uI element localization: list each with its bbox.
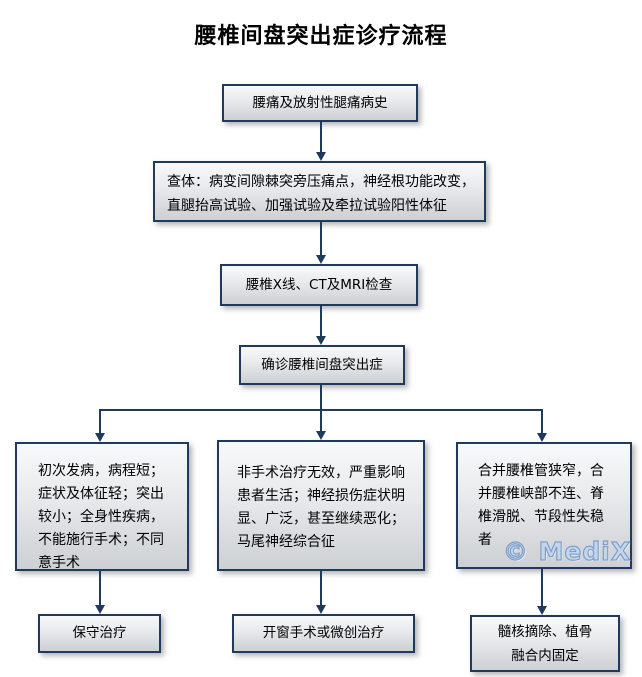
- node-fusion-treatment-label: 髓核摘除、植骨融合内固定: [497, 623, 593, 664]
- node-history-label: 腰痛及放射性腿痛病史: [252, 94, 388, 111]
- arrowhead-down-icon: [316, 605, 326, 614]
- connector-left-treatment: [99, 571, 101, 605]
- connector-branch-left: [99, 409, 101, 433]
- node-exam-label: 查体：病变间隙棘突旁压痛点，神经根功能改变，直腿抬高试验、加强试验及牵拉试验阳性…: [167, 174, 475, 214]
- connector-branch-right: [541, 409, 543, 433]
- connector-right-treatment: [541, 569, 543, 606]
- node-surgical-treatment-label: 开窗手术或微创治疗: [262, 625, 385, 641]
- node-conservative-criteria-label: 初次发病，病程短；症状及体征轻；突出较小；全身性疾病，不能施行手术；不同意手术: [38, 463, 164, 571]
- arrowhead-down-icon: [537, 606, 547, 615]
- flowchart-title: 腰椎间盘突出症诊疗流程: [194, 24, 448, 49]
- node-conservative-treatment: 保守治疗: [38, 614, 161, 653]
- node-history: 腰痛及放射性腿痛病史: [222, 84, 418, 122]
- node-fusion-criteria: 合并腰椎管狭窄，合并腰椎峡部不连、脊椎滑脱、节段性失稳者: [456, 442, 632, 569]
- connector-diagnosis-branch: [320, 385, 322, 409]
- connector-middle-treatment: [320, 571, 322, 605]
- node-imaging: 腰椎X线、CT及MRI检查: [220, 264, 418, 306]
- arrowhead-down-icon: [316, 431, 326, 440]
- node-fusion-treatment: 髓核摘除、植骨融合内固定: [470, 615, 620, 672]
- arrowhead-down-icon: [95, 605, 105, 614]
- node-diagnosis-label: 确诊腰椎间盘突出症: [261, 356, 383, 373]
- arrowhead-down-icon: [316, 336, 326, 345]
- medix-watermark: © MediX: [502, 536, 632, 566]
- connector-imaging-diagnosis: [320, 306, 322, 337]
- connector-branch-middle: [320, 409, 322, 431]
- node-surgical-criteria: 非手术治疗无效，严重影响患者生活；神经损伤症状明显、广泛，甚至继续恶化；马尾神经…: [217, 440, 425, 571]
- node-conservative-treatment-label: 保守治疗: [72, 625, 127, 641]
- connector-history-exam: [320, 122, 322, 153]
- node-exam: 查体：病变间隙棘突旁压痛点，神经根功能改变，直腿抬高试验、加强试验及牵拉试验阳性…: [153, 161, 486, 222]
- arrowhead-down-icon: [316, 255, 326, 264]
- connector-exam-imaging: [320, 222, 322, 255]
- node-imaging-label: 腰椎X线、CT及MRI检查: [245, 276, 393, 293]
- arrowhead-down-icon: [95, 433, 105, 442]
- node-surgical-treatment: 开窗手术或微创治疗: [232, 614, 415, 653]
- arrowhead-down-icon: [537, 433, 547, 442]
- node-diagnosis: 确诊腰椎间盘突出症: [239, 345, 405, 385]
- node-conservative-criteria: 初次发病，病程短；症状及体征轻；突出较小；全身性疾病，不能施行手术；不同意手术: [15, 442, 189, 571]
- node-surgical-criteria-label: 非手术治疗无效，严重影响患者生活；神经损伤症状明显、广泛，甚至继续恶化；马尾神经…: [237, 465, 405, 550]
- node-fusion-criteria-label: 合并腰椎管狭窄，合并腰椎峡部不连、脊椎滑脱、节段性失稳者: [478, 463, 604, 548]
- arrowhead-down-icon: [316, 152, 326, 161]
